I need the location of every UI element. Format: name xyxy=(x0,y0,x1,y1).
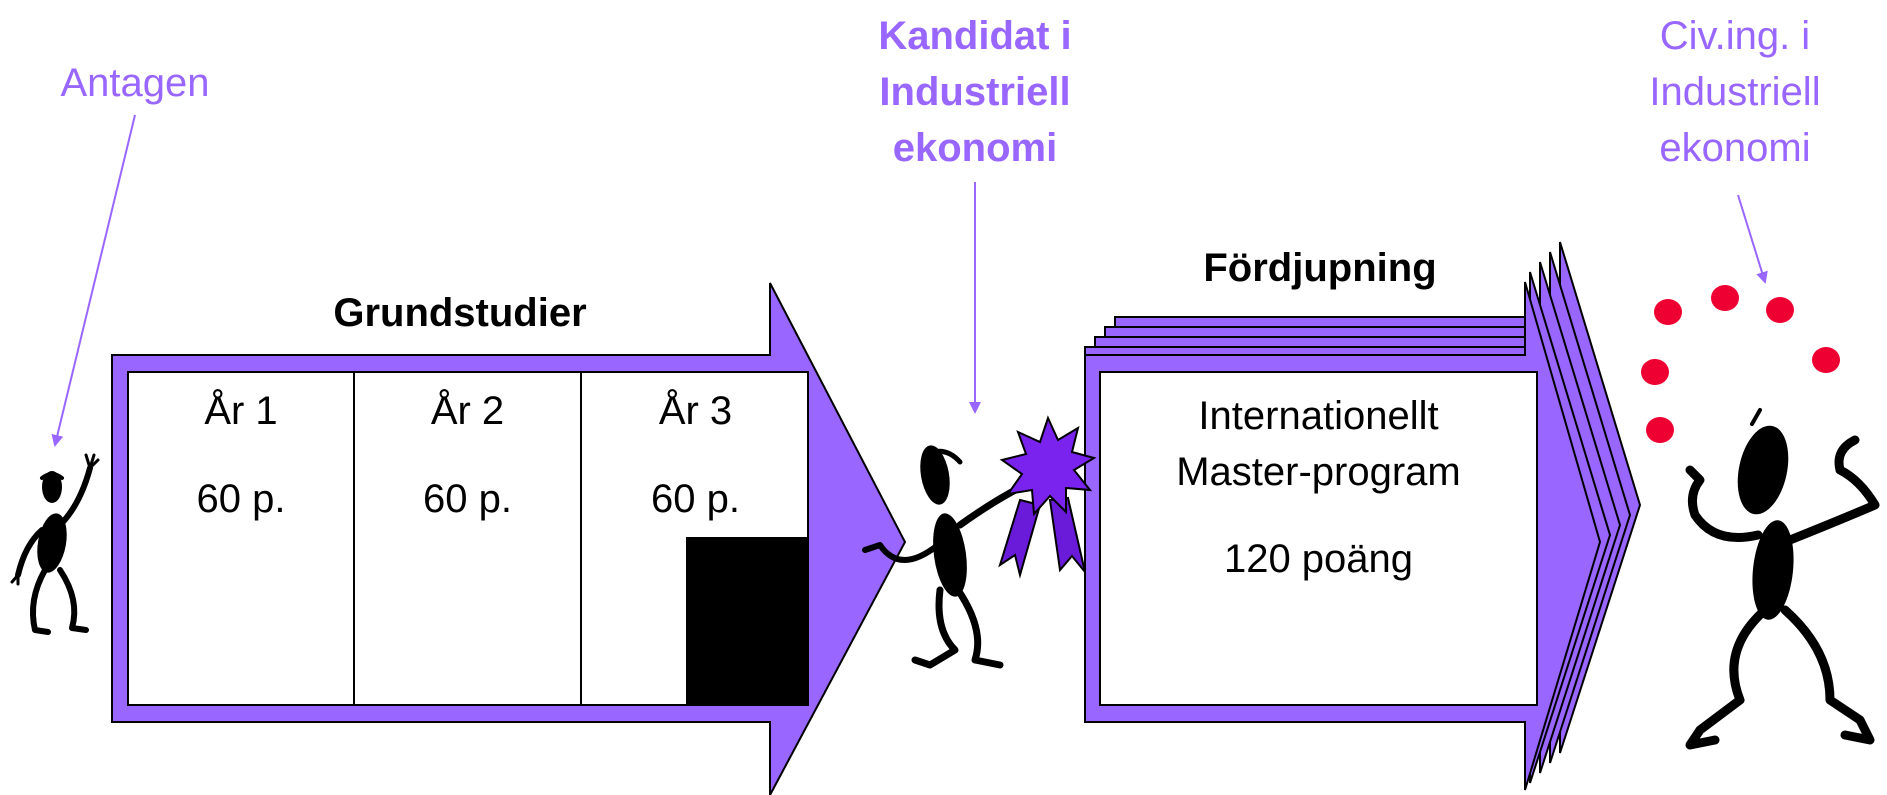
juggling-ball-icon xyxy=(1711,285,1739,311)
grundstudier-title: Grundstudier xyxy=(333,291,587,335)
civing-label-line: Industriell xyxy=(1649,70,1821,114)
kandidat-label-line: ekonomi xyxy=(892,126,1058,170)
juggling-ball-icon xyxy=(1766,297,1794,323)
master-program-points: 120 poäng xyxy=(1223,537,1414,581)
juggling-ball-icon xyxy=(1641,359,1669,385)
juggling-stick-figure-icon xyxy=(1685,408,1880,750)
antagen-pointer-arrow xyxy=(51,114,136,447)
kandidat-label-line: Industriell xyxy=(879,70,1071,114)
master-program-text: Internationellt Master-program xyxy=(1102,388,1535,500)
year-3-label: År 3 xyxy=(658,389,733,433)
year-1-points: 60 p. xyxy=(196,477,286,521)
civing-label: Civ.ing. i Industriell ekonomi xyxy=(1600,8,1870,176)
fordjupning-title: Fördjupning xyxy=(1203,246,1437,290)
year-2-label: År 2 xyxy=(430,389,505,433)
kandidat-label: Kandidat i Industriell ekonomi xyxy=(830,8,1120,176)
master-program-line: Master-program xyxy=(1176,450,1461,494)
year-1-label: År 1 xyxy=(204,389,278,433)
waving-stick-figure-icon xyxy=(10,453,100,635)
fordjupning-stacked-arrows xyxy=(1084,241,1642,791)
juggling-ball-icon xyxy=(1646,417,1674,443)
civing-pointer-arrow xyxy=(1737,194,1768,284)
antagen-label: Antagen xyxy=(60,61,210,105)
juggling-ball-icon xyxy=(1812,347,1840,373)
master-program-line: Internationellt xyxy=(1198,394,1439,438)
juggling-ball-icon xyxy=(1654,299,1682,325)
award-rosette-icon xyxy=(998,415,1097,579)
year-2-points: 60 p. xyxy=(423,477,512,521)
year-3-black-block xyxy=(686,537,808,705)
kandidat-label-line: Kandidat i xyxy=(878,14,1072,58)
juggling-balls xyxy=(1641,285,1840,443)
year-3-points: 60 p. xyxy=(651,477,740,521)
civing-label-line: Civ.ing. i xyxy=(1659,14,1811,58)
civing-label-line: ekonomi xyxy=(1659,126,1811,170)
stick-figure-with-rosette-icon xyxy=(862,445,1029,669)
